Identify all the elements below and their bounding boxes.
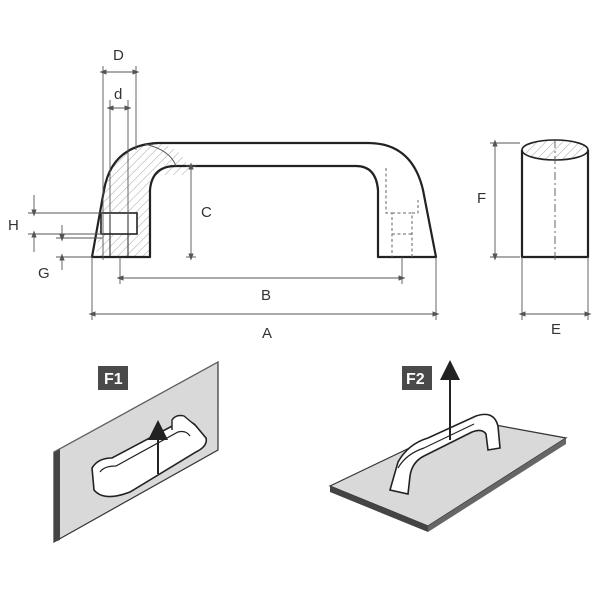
f1-label: F1 <box>104 371 123 388</box>
f1-badge <box>98 366 128 390</box>
f2-badge <box>402 366 432 390</box>
figure-f2: F2 <box>328 360 568 532</box>
f2-label: F2 <box>406 371 425 388</box>
dim-label-d: d <box>114 86 122 103</box>
dim-label-H: H <box>8 217 19 234</box>
front-view <box>90 141 438 259</box>
left-insert <box>100 212 138 235</box>
dim-label-F: F <box>477 190 486 207</box>
dim-label-G: G <box>38 265 50 282</box>
dim-label-C: C <box>201 204 212 221</box>
f1-handle <box>91 420 208 498</box>
dim-label-A: A <box>262 325 272 342</box>
dim-label-E: E <box>551 321 561 338</box>
front-dimensions: D d H G C B A <box>8 47 440 342</box>
dim-label-B: B <box>261 287 271 304</box>
handle-outline <box>90 141 438 259</box>
dim-label-D: D <box>113 47 124 64</box>
side-view: F E <box>477 139 592 338</box>
right-insert-hidden <box>385 168 419 257</box>
figure-f1: F1 <box>53 360 219 544</box>
